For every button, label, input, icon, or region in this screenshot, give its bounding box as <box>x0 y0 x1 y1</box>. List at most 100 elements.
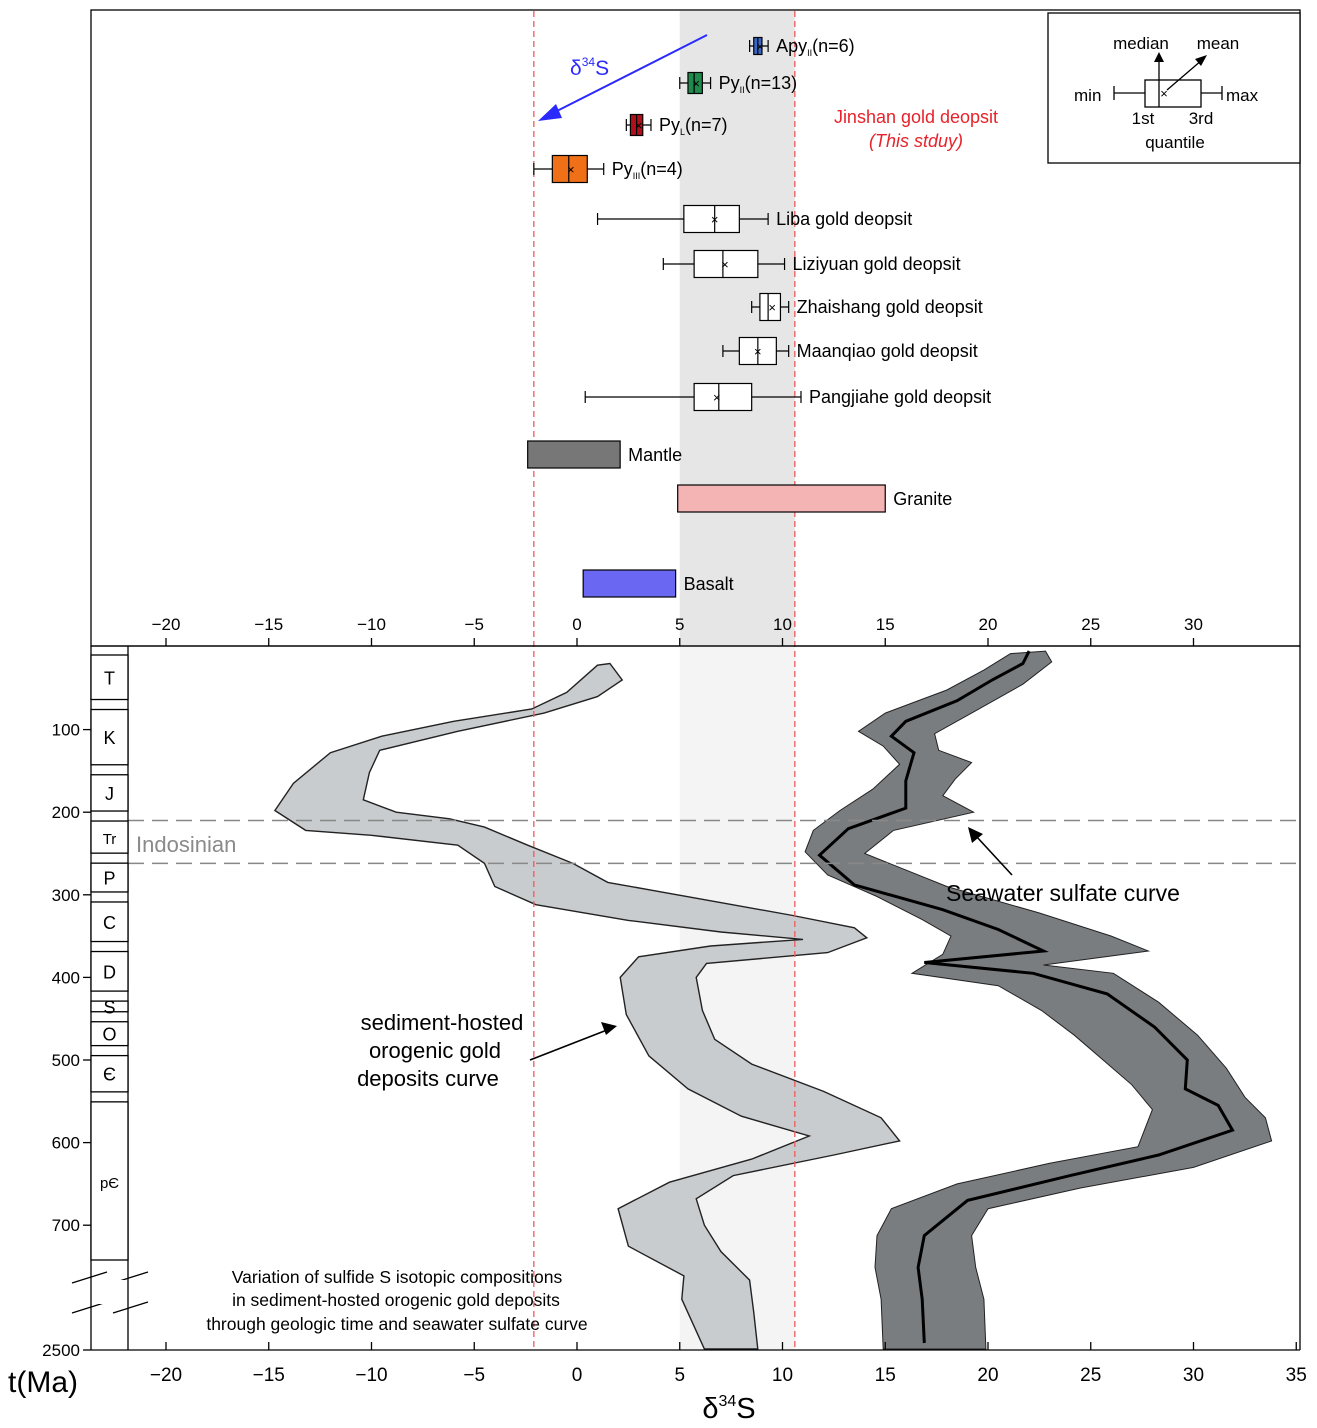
box-mean: × <box>567 162 575 177</box>
x-tick-label: −20 <box>152 615 181 634</box>
box-plots: ×ApyII(n=6)×PyII(n=13)×PyL(n=7)×PyIII(n=… <box>533 36 991 412</box>
x-tick-label: −10 <box>355 1365 387 1386</box>
period-label: D <box>103 962 116 982</box>
study-label: Jinshan gold deopsit <box>834 107 998 127</box>
period-box <box>90 820 129 854</box>
shaded-range <box>679 11 795 1349</box>
note-line: through geologic time and seawater sulfa… <box>206 1314 587 1334</box>
y-tick-label: 100 <box>52 721 80 740</box>
legend-mean-label: mean <box>1197 34 1240 53</box>
box-mean: × <box>713 390 721 405</box>
box-mean: × <box>711 212 719 227</box>
x-tick-label: 5 <box>675 615 684 634</box>
box-mean: × <box>692 76 700 91</box>
x-tick-label: −20 <box>150 1365 182 1386</box>
delta-arrow-head <box>538 104 562 121</box>
period-box <box>90 1054 129 1093</box>
period-box <box>90 1021 129 1047</box>
legend-median-arrowhead <box>1154 52 1164 62</box>
x-tick-label: 20 <box>977 1365 998 1386</box>
period-box <box>90 1000 129 1013</box>
period-box <box>90 708 129 766</box>
period-box <box>90 862 129 893</box>
legend-median-label: median <box>1113 34 1169 53</box>
box-label: Pangjiahe gold deopsit <box>809 387 991 407</box>
box-label: PyIII(n=4) <box>612 159 683 181</box>
box-mean: × <box>756 39 764 54</box>
y-tick-label: 200 <box>52 803 80 822</box>
seawater-curve-band <box>804 650 1273 1350</box>
sediment-curve-label: sediment-hosted orogenic gold deposits c… <box>357 1010 523 1091</box>
reservoir-bar <box>582 569 677 598</box>
box-mean: × <box>721 257 729 272</box>
box-mean: × <box>754 344 762 359</box>
box-label: ApyII(n=6) <box>776 36 855 58</box>
x-tick-label: 30 <box>1183 1365 1204 1386</box>
y-axis-label: t(Ma) <box>8 1366 78 1399</box>
indosinian-label: Indosinian <box>136 832 236 857</box>
reservoir-label: Granite <box>893 489 952 509</box>
box-iqr <box>687 71 703 95</box>
seawater-curve-label: Seawater sulfate curve <box>946 880 1180 906</box>
legend-mean-arrow <box>1166 59 1203 91</box>
box-iqr <box>759 292 782 322</box>
period-label: O <box>102 1025 116 1045</box>
legend-q1-label: 1st <box>1132 109 1155 128</box>
period-label: Є <box>103 1065 116 1085</box>
note-line: Variation of sulfide S isotopic composit… <box>232 1267 563 1287</box>
reservoir-bar <box>677 484 886 513</box>
event-lines <box>128 819 1299 865</box>
x-tick-label: 10 <box>772 1365 793 1386</box>
x-tick-label: 20 <box>979 615 998 634</box>
x-tick-label: 10 <box>773 615 792 634</box>
x-tick-label: 5 <box>674 1365 685 1386</box>
study-sublabel: (This stduy) <box>869 131 963 151</box>
x-tick-label: −15 <box>253 1365 285 1386</box>
y-tick-label: 500 <box>52 1051 80 1070</box>
sediment-label-line: orogenic gold <box>369 1038 501 1063</box>
axis-break-gap <box>92 1280 127 1304</box>
x-axis-label: δ34S <box>702 1393 755 1425</box>
legend-min-label: min <box>1074 86 1101 105</box>
box-label: Liba gold deopsit <box>776 209 912 229</box>
legend-quantile-label: quantile <box>1145 133 1205 152</box>
x-tick-label: −10 <box>357 615 386 634</box>
y-tick-label: 2500 <box>42 1341 80 1360</box>
legend-max-label: max <box>1226 86 1259 105</box>
sediment-label-line: sediment-hosted <box>361 1010 524 1035</box>
box-iqr <box>551 154 588 184</box>
box-label: Maanqiao gold deopsit <box>797 341 978 361</box>
box-legend: median mean min max 1st 3rd quantile × <box>1047 12 1301 164</box>
period-box <box>90 901 129 943</box>
period-box <box>90 654 129 701</box>
reference-lines <box>533 11 796 1349</box>
x-tick-label: 15 <box>876 615 895 634</box>
sediment-label-line: deposits curve <box>357 1066 499 1091</box>
x-tick-label: 30 <box>1184 615 1203 634</box>
period-label: S <box>103 997 115 1017</box>
seawater-annotation-arrow <box>975 835 1013 876</box>
box-label: Liziyuan gold deopsit <box>793 254 961 274</box>
period-label: K <box>103 728 115 748</box>
x-tick-label: 25 <box>1081 615 1100 634</box>
reservoir-label: Mantle <box>628 445 682 465</box>
x-tick-label: 0 <box>572 615 581 634</box>
figure-note: Variation of sulfide S isotopic composit… <box>206 1267 587 1334</box>
delta-arrow-label: δ34S <box>570 55 609 80</box>
sediment-annotation-arrowhead <box>601 1022 617 1035</box>
period-label: Tr <box>103 831 117 848</box>
x-tick-label: 0 <box>572 1365 583 1386</box>
sediment-curve-band <box>273 662 901 1350</box>
seawater-curve-line <box>817 650 1235 1344</box>
box-iqr <box>693 249 759 279</box>
legend-mean-arrowhead <box>1195 55 1207 66</box>
period-label: P <box>103 869 115 889</box>
period-box <box>90 950 129 992</box>
y-tick-label: 700 <box>52 1216 80 1235</box>
shaded-range-top <box>679 11 795 645</box>
x-tick-label: −5 <box>463 1365 485 1386</box>
period-label: C <box>103 913 116 933</box>
